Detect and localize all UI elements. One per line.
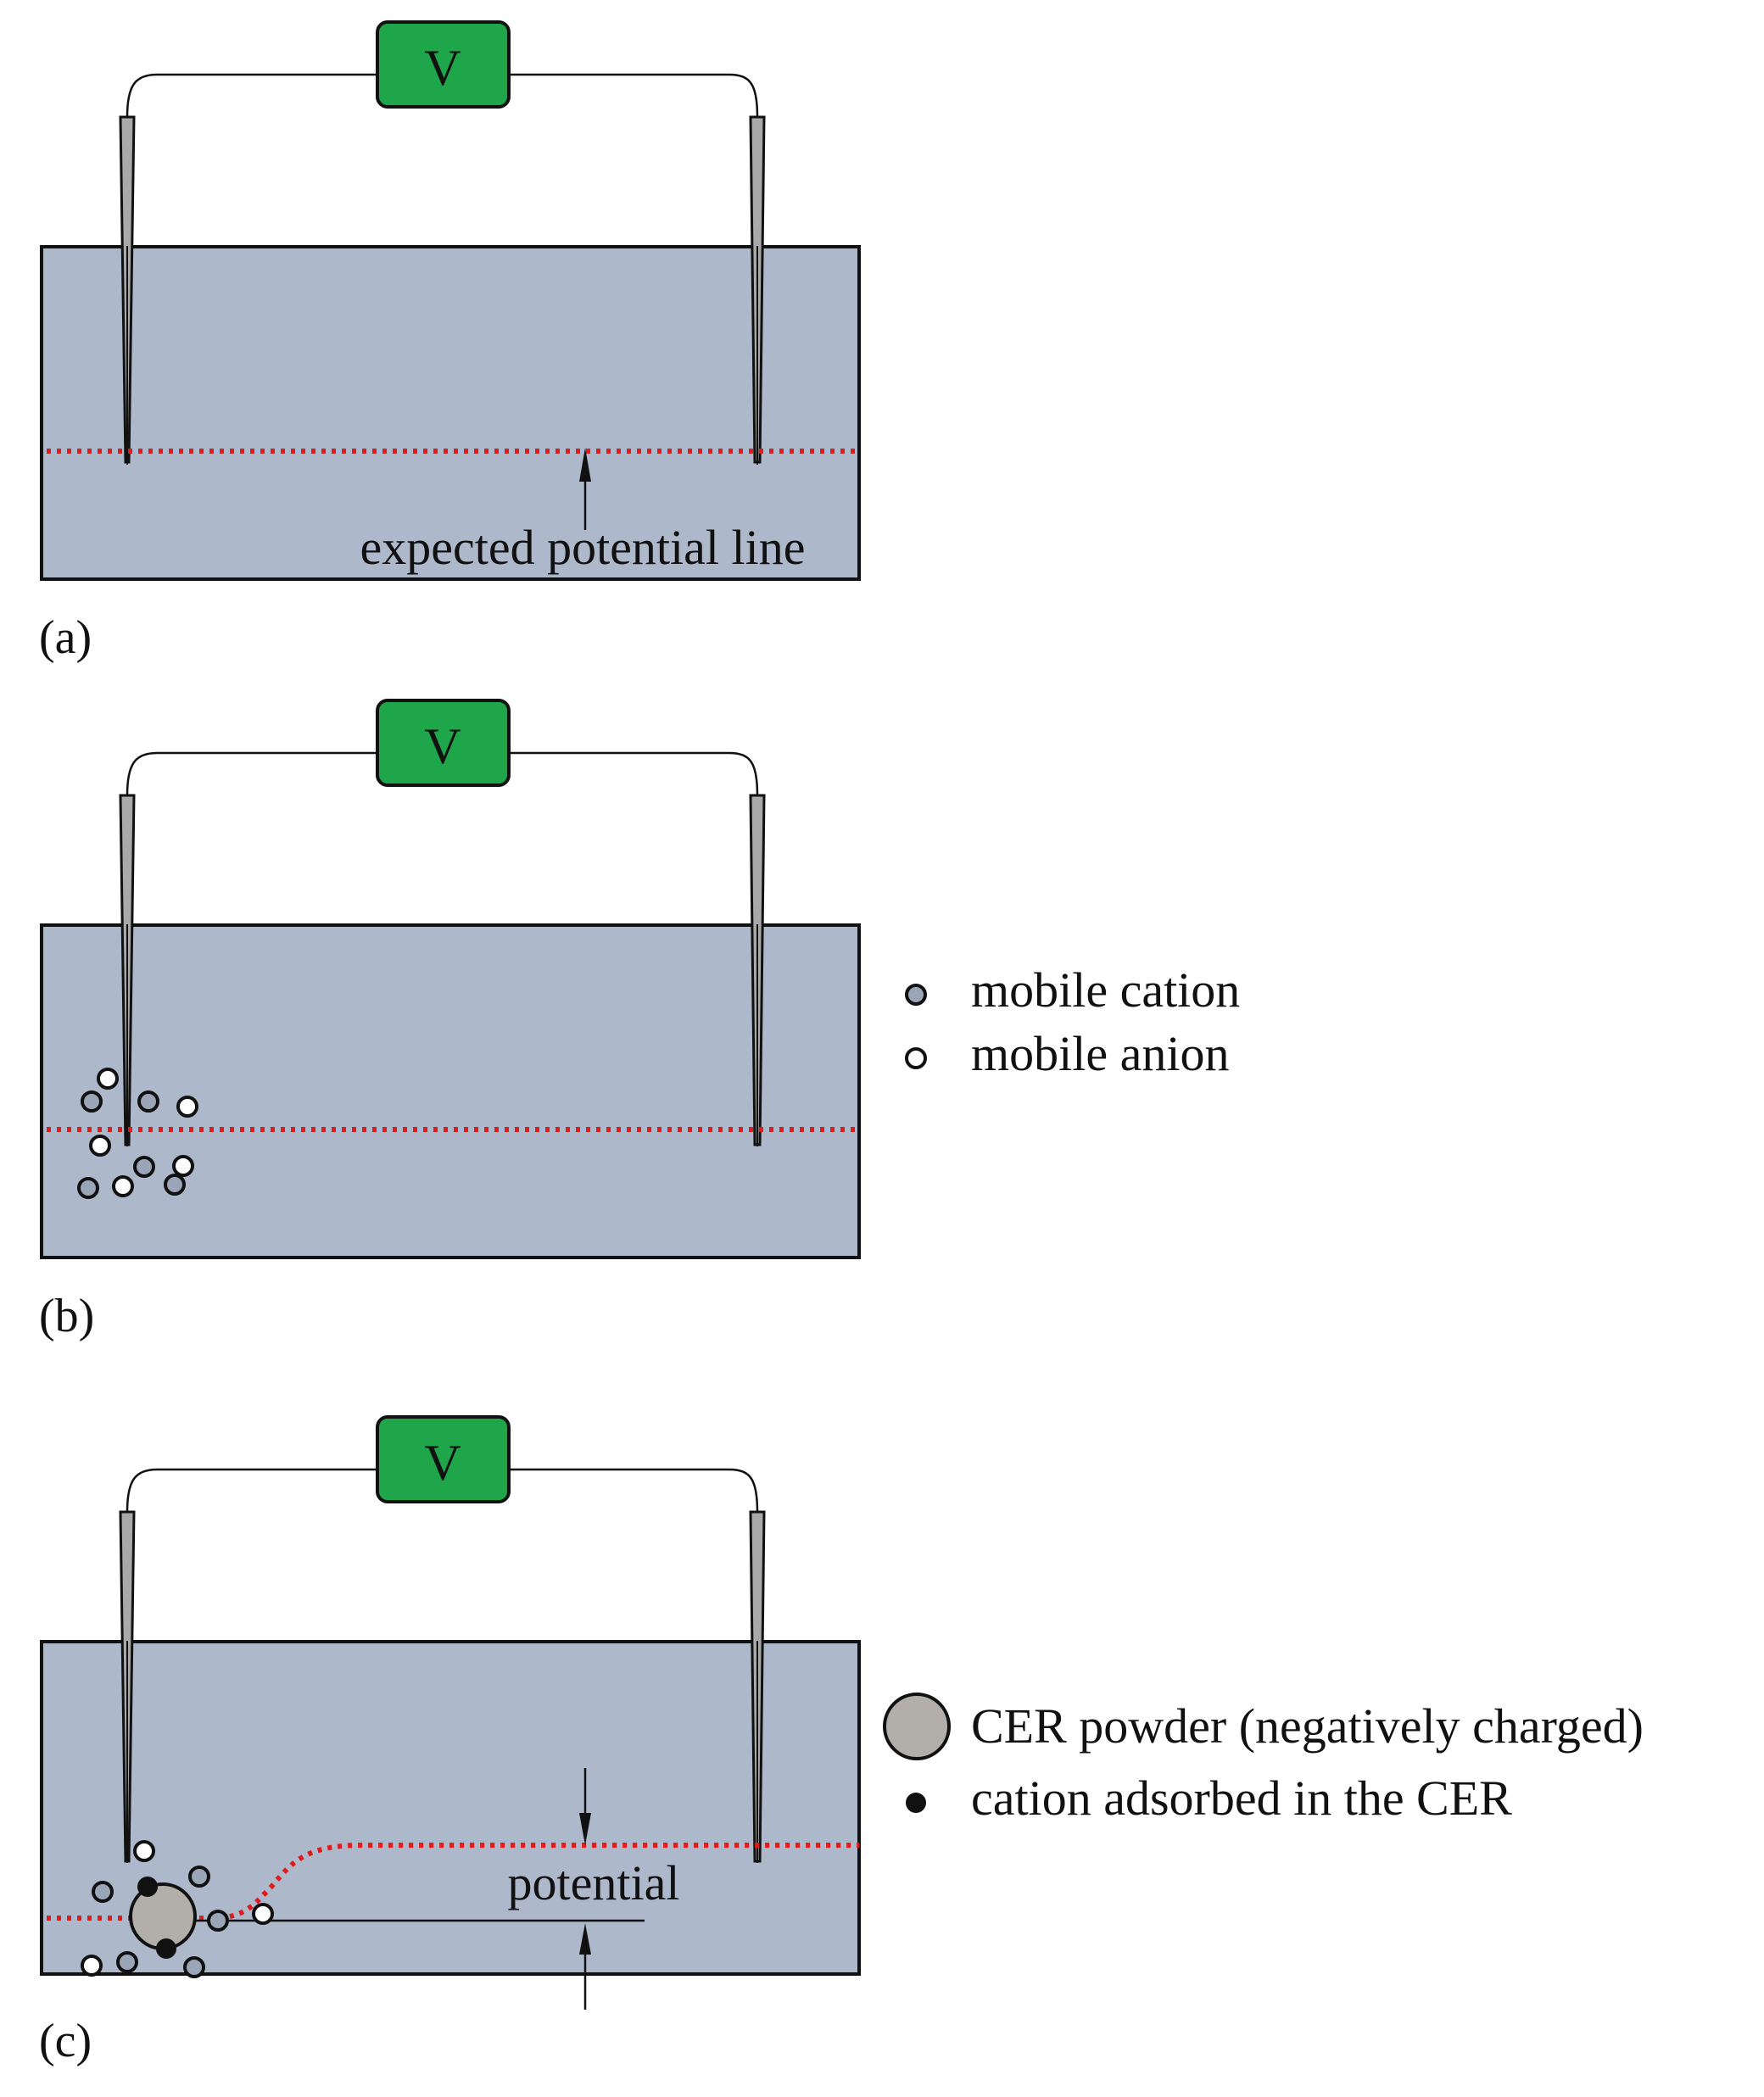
ion-cluster: [77, 1068, 198, 1199]
mobile-cation: [116, 1951, 138, 1973]
electrolyte-tank: [40, 923, 861, 1259]
mobile-cation: [81, 1090, 103, 1113]
legend-cation-marker: [905, 984, 927, 1006]
wire-right: [509, 1468, 759, 1513]
voltmeter-label: V: [424, 40, 461, 96]
annotation-arrowhead: [579, 448, 591, 482]
adsorbed-cation: [137, 1877, 158, 1897]
voltmeter-label: V: [424, 718, 461, 774]
legend-cer-label: CER powder (negatively charged): [971, 1698, 1644, 1754]
legend-cer-marker: [883, 1693, 951, 1760]
mobile-anion: [172, 1155, 194, 1177]
potential-label: potential: [508, 1855, 680, 1910]
voltmeter: [376, 20, 511, 109]
mobile-cation: [137, 1090, 159, 1113]
electrolyte-tank: [40, 245, 861, 581]
mobile-cation: [207, 1910, 229, 1932]
wire-right: [509, 751, 759, 796]
mobile-cation: [164, 1174, 186, 1196]
wire-left: [126, 73, 377, 118]
mobile-cation: [188, 1866, 210, 1888]
legend-cation-label: mobile cation: [971, 962, 1240, 1018]
panel-c: V potential CER powder: [39, 1415, 1644, 2067]
mobile-cation: [133, 1156, 155, 1178]
potential-arrowhead-bottom: [579, 1923, 591, 1955]
mobile-cation: [183, 1956, 205, 1978]
wire-left: [126, 751, 377, 796]
mobile-cation: [77, 1177, 99, 1199]
panel-b: V mobile cation mobile anion (b): [39, 699, 1240, 1342]
panel-label: (a): [39, 611, 92, 664]
panel-a: V expected potential line (a): [39, 20, 861, 664]
wire-left: [126, 1468, 377, 1513]
annotation-label: expected potential line: [360, 520, 805, 575]
mobile-cation: [92, 1881, 114, 1903]
mobile-anion: [112, 1175, 134, 1197]
cer-particle: [129, 1882, 197, 1950]
panel-label: (c): [39, 2015, 92, 2067]
voltmeter: [376, 699, 511, 787]
cer-cluster: [81, 1840, 274, 1978]
panel-label: (b): [39, 1290, 94, 1342]
mobile-anion: [133, 1840, 155, 1862]
legend: mobile cation mobile anion: [905, 962, 1240, 1081]
legend-adsorbed-label: cation adsorbed in the CER: [971, 1771, 1512, 1826]
mobile-anion: [89, 1135, 111, 1157]
legend-anion-label: mobile anion: [971, 1026, 1229, 1081]
legend: CER powder (negatively charged) cation a…: [883, 1693, 1644, 1826]
voltmeter: [376, 1415, 511, 1503]
adsorbed-cation: [156, 1938, 176, 1959]
wire-right: [509, 73, 759, 118]
potential-arrowhead-top: [579, 1813, 591, 1845]
mobile-anion: [81, 1955, 103, 1977]
mobile-anion: [176, 1096, 198, 1118]
voltmeter-label: V: [424, 1435, 461, 1491]
legend-adsorbed-marker: [906, 1793, 926, 1813]
mobile-anion: [252, 1903, 274, 1925]
legend-anion-marker: [905, 1047, 927, 1069]
mobile-anion: [97, 1068, 119, 1090]
measured-potential-line: [47, 1843, 859, 1921]
